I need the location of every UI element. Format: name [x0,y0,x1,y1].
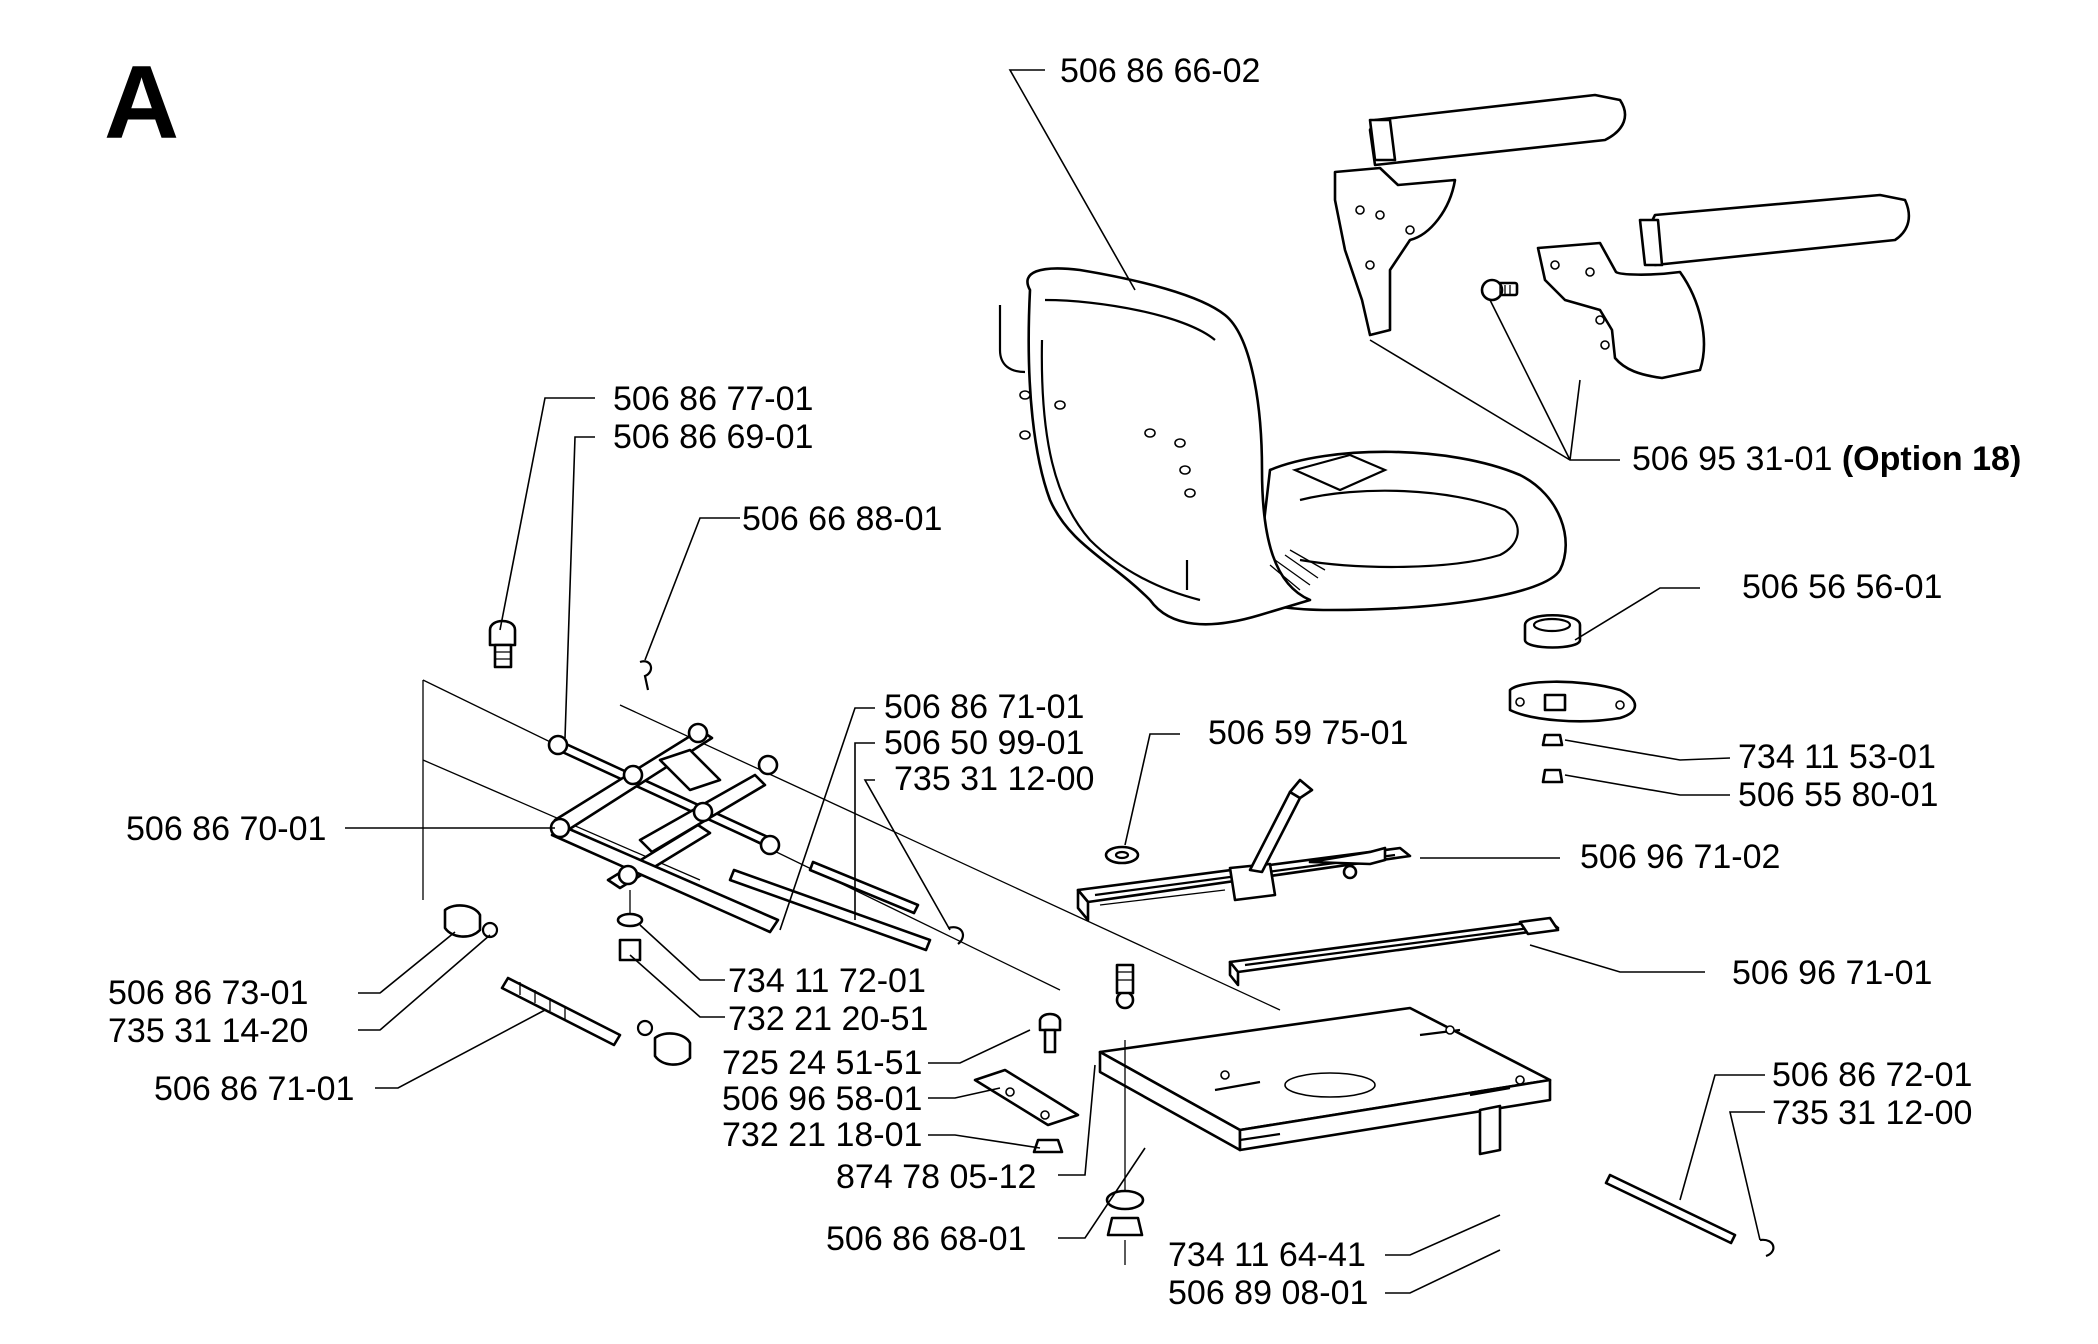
label-screw-long: 874 78 05-12 [836,1158,1036,1196]
label-nut-b: 732 21 18-01 [722,1116,922,1154]
label-slide-rail: 506 96 71-01 [1732,954,1932,992]
label-base-plate: 506 86 68-01 [826,1220,1026,1258]
label-screw-small: 506 55 80-01 [1738,776,1938,814]
label-damper-cap: 506 56 56-01 [1742,568,1942,606]
label-lock-nut-small: 734 11 53-01 [1738,738,1936,776]
label-r-clip: 506 66 88-01 [742,500,942,538]
label-washer-b: 734 11 64-41 [1168,1236,1366,1274]
scissor-illustration [422,619,1775,1258]
label-link-arm: 506 86 69-01 [613,418,813,456]
label-circlip-roller: 735 31 14-20 [108,1012,308,1050]
label-shaft-lower: 506 86 71-01 [154,1070,354,1108]
part-labels: 506 86 66-02 506 95 31-01 (Option 18) 50… [108,52,2021,1312]
label-backrest: 506 86 66-02 [1060,52,1260,90]
label-roller: 506 86 73-01 [108,974,308,1012]
label-circlip-right: 735 31 12-00 [1772,1094,1972,1132]
armrest-illustration [1333,93,1911,380]
section-label: A [104,45,179,161]
label-circlip-upper: 735 31 12-00 [894,760,1094,798]
label-nut-c: 506 89 08-01 [1168,1274,1368,1312]
label-washer-rubber: 506 59 75-01 [1208,714,1408,752]
label-shaft-upper: 506 86 71-01 [884,688,1084,726]
label-nut-a: 732 21 20-51 [728,1000,928,1038]
label-armrest: 506 95 31-01 (Option 18) [1632,440,2021,478]
label-slide-rail-lever: 506 96 71-02 [1580,838,1780,876]
label-shaft-right: 506 86 72-01 [1772,1056,1972,1094]
label-scissor-frame: 506 86 70-01 [126,810,326,848]
leader-lines [345,69,1765,1294]
rails-base-illustration [973,614,1637,1265]
label-bumper-upper: 506 86 77-01 [613,380,813,418]
label-bracket: 506 96 58-01 [722,1080,922,1118]
label-washer-a: 734 11 72-01 [728,962,926,1000]
seat-illustration [998,267,1568,626]
label-bolt: 725 24 51-51 [722,1044,922,1082]
label-shaft-mid: 506 50 99-01 [884,724,1084,762]
